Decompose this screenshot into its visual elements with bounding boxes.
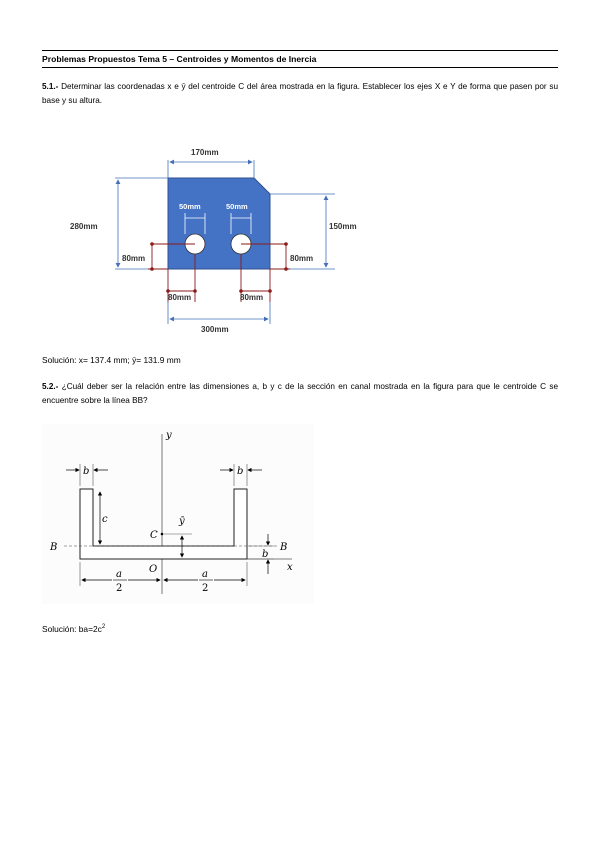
dim-hole-left: 50mm	[179, 202, 201, 211]
origin-O: O	[149, 564, 157, 575]
dim-a-left-num: a	[116, 569, 122, 580]
axis-y-label: y	[165, 430, 172, 441]
problem-5-1-text: Determinar las coordenadas x e ȳ del cen…	[42, 82, 558, 105]
dim-b-left: b	[83, 466, 89, 477]
figure-plate: 170mm 280mm 150mm 50mm 50mm 80mm 80mm 80…	[70, 148, 357, 334]
problem-5-2: 5.2.- ¿Cuál deber ser la relación entre …	[42, 380, 558, 408]
dim-a-left-den: 2	[116, 583, 122, 594]
dim-ybar: ȳ	[178, 516, 185, 527]
dim-bottom-left: 80mm	[168, 293, 191, 302]
dim-b-right: b	[237, 466, 243, 477]
figure-channel: y x B B b b c C ȳ b O a 2 a 2	[42, 424, 314, 604]
solution-5-2: Solución: ba=2c2	[42, 624, 105, 634]
dim-hole-right: 50mm	[226, 202, 248, 211]
solution-5-2-sup: 2	[101, 624, 106, 631]
dim-c: c	[102, 514, 108, 525]
solution-5-1: Solución: x= 137.4 mm; ȳ= 131.9 mm	[42, 355, 181, 365]
dim-a-right-num: a	[202, 569, 208, 580]
centroid-C: C	[150, 530, 158, 541]
header-title: Problemas Propuestos Tema 5 – Centroides…	[42, 54, 317, 64]
problem-5-2-text: ¿Cuál deber ser la relación entre las di…	[42, 382, 558, 405]
line-B-left: B	[49, 542, 57, 553]
problem-5-1-number: 5.1.-	[42, 82, 59, 91]
line-B-right: B	[279, 542, 287, 553]
dim-left: 280mm	[70, 222, 98, 231]
dim-right: 150mm	[329, 222, 357, 231]
problem-5-2-number: 5.2.-	[42, 382, 59, 391]
page-header: Problemas Propuestos Tema 5 – Centroides…	[42, 50, 558, 68]
plate-shape	[167, 177, 271, 270]
dim-bottom-right: 80mm	[240, 293, 263, 302]
axis-x-label: x	[287, 562, 293, 573]
dim-left-low: 80mm	[122, 254, 145, 263]
solution-5-2-text: Solución: ba=2c	[42, 624, 102, 634]
dim-bottom: 300mm	[201, 325, 229, 334]
problem-5-1: 5.1.- Determinar las coordenadas x e ȳ d…	[42, 80, 558, 108]
dim-right-low: 80mm	[290, 254, 313, 263]
dim-top: 170mm	[191, 148, 219, 157]
dim-a-right-den: 2	[202, 583, 208, 594]
dim-b-bottom: b	[262, 549, 268, 560]
